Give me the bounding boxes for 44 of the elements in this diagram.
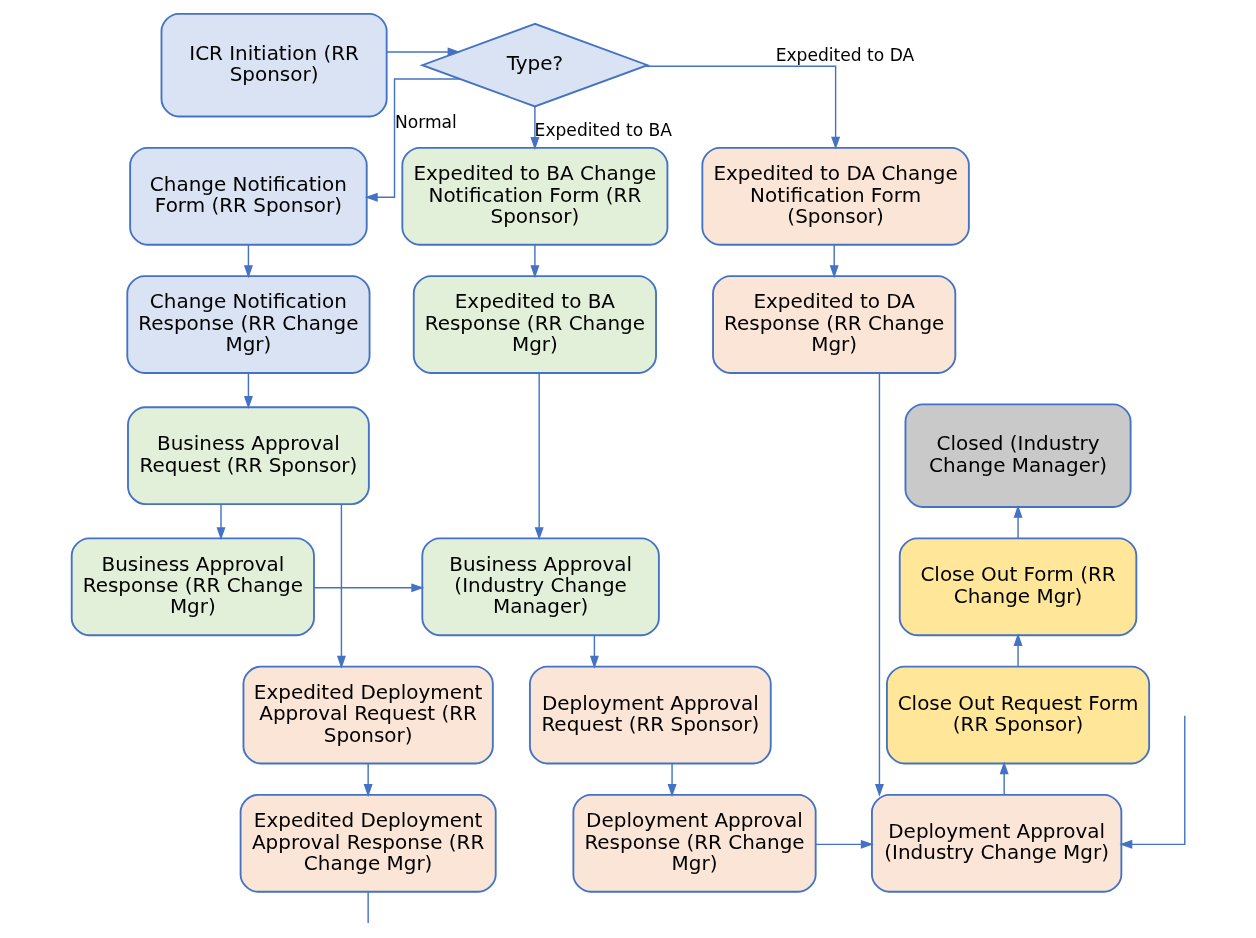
node-box: Business Approval (Industry Change Manager) — [420, 537, 660, 637]
node-box: Business Approval Request (RR Sponsor) — [126, 406, 370, 506]
node-box: Expedited to DA Response (RR Change Mgr) — [711, 275, 956, 374]
arrow — [243, 372, 253, 409]
arrow — [1013, 633, 1023, 668]
arrow — [1118, 715, 1185, 849]
node-box: Deployment Approval Request (RR Sponsor) — [528, 665, 772, 765]
node-box: Expedited Deployment Approval Request (RR Sponsor) — [242, 665, 494, 765]
connector — [366, 891, 369, 924]
node-box: Change Notification Form (RR Sponsor) — [128, 146, 368, 246]
node-box: Expedited to BA Response (RR Change Mgr) — [412, 275, 657, 374]
arrow — [874, 372, 884, 797]
node-box: Close Out Request Form (RR Sponsor) — [885, 665, 1150, 765]
node-box: Close Out Form (RR Change Mgr) — [898, 537, 1137, 637]
edge-label: Expedited to BA — [534, 119, 672, 140]
arrow — [243, 244, 253, 279]
arrow — [216, 503, 225, 541]
node-box: Deployment Approval (Industry Change Mgr) — [870, 793, 1122, 893]
arrow — [534, 372, 544, 541]
arrow — [1013, 505, 1023, 539]
node-box: Closed (Industry Change Manager) — [904, 403, 1132, 508]
node-box: Deployment Approval Response (RR Change Mgr) — [571, 793, 817, 893]
arrow — [363, 762, 373, 797]
arrow — [589, 634, 599, 669]
node-box: Expedited to BA Change Notification Form (RR Sponsor) — [400, 146, 668, 246]
node-box: Expedited Deployment Approval Response (RR Change Mgr) — [239, 793, 497, 893]
node-diamond: Type? — [419, 22, 650, 108]
edge-label: Normal — [394, 111, 457, 132]
arrow — [829, 244, 839, 279]
arrow — [999, 761, 1009, 796]
edge-label: Expedited to DA — [775, 45, 914, 66]
node-box: ICR Initiation (RR Sponsor) — [160, 12, 388, 118]
node-box: Change Notification Response (RR Change Mgr) — [125, 275, 370, 374]
arrow — [529, 244, 539, 279]
arrow — [667, 762, 677, 797]
arrow — [385, 47, 460, 57]
arrow — [364, 78, 460, 202]
node-box: Expedited to DA Change Notification Form (Sponsor) — [700, 146, 970, 246]
arrow — [529, 105, 539, 150]
arrow — [814, 839, 874, 849]
arrow — [313, 583, 424, 593]
arrow — [336, 503, 346, 669]
arrow — [643, 65, 840, 150]
node-box: Business Approval Response (RR Change Mgr) — [70, 537, 315, 637]
